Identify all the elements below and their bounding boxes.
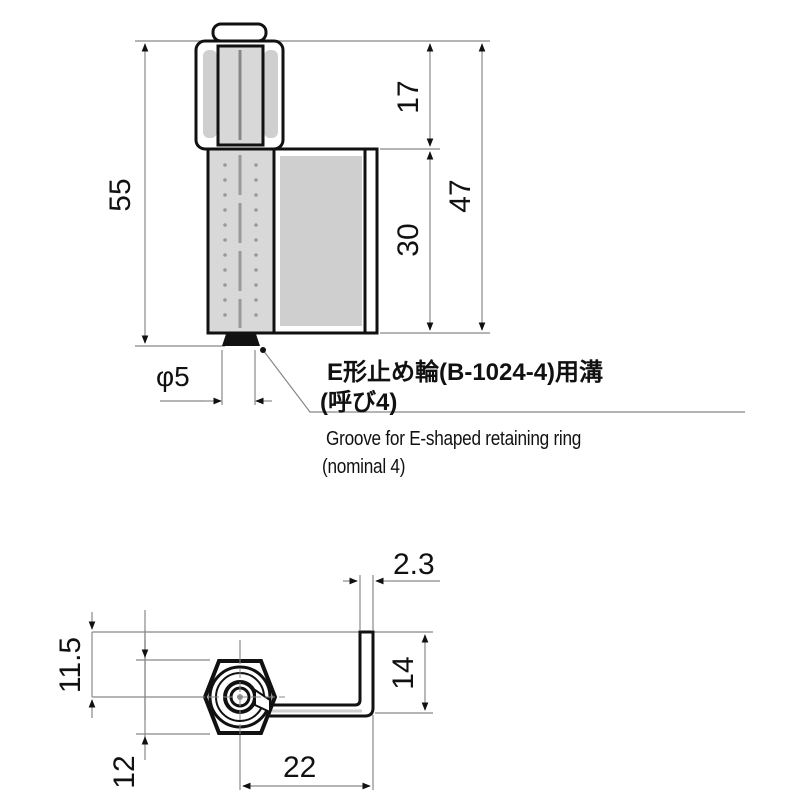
top-view: 2.3 11.5 12 14 22 <box>54 548 440 790</box>
note-jp-line2: (呼び4) <box>320 389 398 416</box>
note-en-line1: Groove for E-shaped retaining ring <box>326 428 582 450</box>
dim-leaf-height: 30 <box>392 223 425 256</box>
front-view: 55 17 30 47 φ5 <box>104 22 745 413</box>
dim-arm-length: 14 <box>387 656 420 689</box>
note-en-line2: (nominal 4) <box>322 456 406 478</box>
dim-top-section: 17 <box>392 80 425 113</box>
dim-overall-height: 55 <box>104 178 137 211</box>
dim-pin-diameter: φ5 <box>156 361 190 392</box>
dim-side-height: 47 <box>444 179 477 212</box>
dim-upper-offset: 11.5 <box>54 637 87 693</box>
dim-lower-offset: 12 <box>108 755 141 788</box>
note-jp-line1: E形止め輪(B-1024-4)用溝 <box>327 359 604 386</box>
dim-center-to-edge: 22 <box>283 751 316 784</box>
dim-plate-thickness: 2.3 <box>393 548 435 581</box>
